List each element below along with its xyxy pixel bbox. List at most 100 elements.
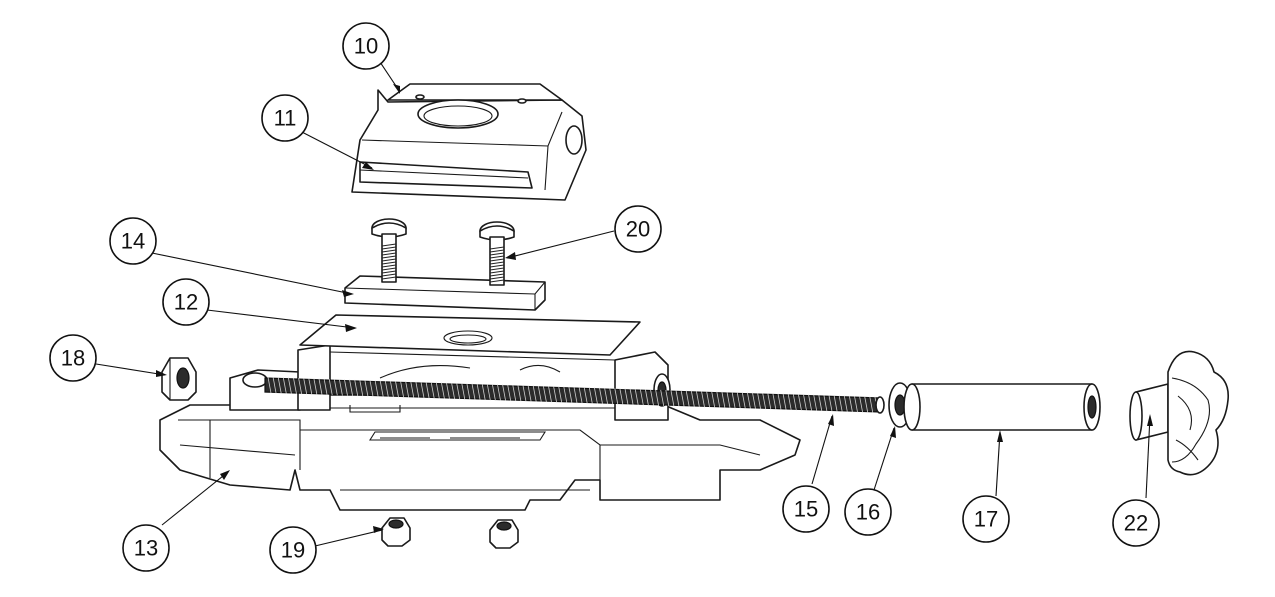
screw-thread-line <box>701 391 705 408</box>
top-plate <box>299 314 641 356</box>
screw-thread-line <box>349 379 353 396</box>
screw-thread-line <box>823 395 828 412</box>
bolt-thread-line <box>381 261 397 265</box>
screw-thread-line <box>741 392 746 409</box>
screw-thread-line <box>354 379 359 396</box>
screw-thread-line <box>293 377 297 395</box>
screw-thread-line <box>568 386 573 403</box>
screw-thread-line <box>645 389 649 406</box>
bolt-thread-line <box>381 252 397 256</box>
screw-thread-line <box>685 390 690 407</box>
callout-label: 17 <box>974 507 998 532</box>
screw-thread-line <box>298 378 302 395</box>
callout-label: 12 <box>174 290 198 315</box>
screw-thread-line <box>588 387 593 404</box>
screw-thread-line <box>629 388 634 405</box>
screw-thread-line <box>711 391 716 408</box>
callout-label: 10 <box>354 34 378 59</box>
screw-thread-line <box>599 387 603 404</box>
bolt-thread-line <box>489 252 505 256</box>
bolt-thread-line <box>381 264 397 268</box>
screw-thread-line <box>752 392 756 409</box>
screw-thread-line <box>660 389 665 406</box>
screw-thread-line <box>747 392 751 409</box>
spacer-tube <box>903 383 1101 431</box>
screw-thread-line <box>277 377 282 394</box>
screw-thread-line <box>792 394 797 411</box>
screw-thread-line <box>410 381 415 398</box>
bolt-thread-line <box>381 273 397 277</box>
screw-thread-line <box>583 387 588 404</box>
screw-thread-line <box>573 386 578 404</box>
screw-thread-line <box>390 381 394 398</box>
leader-lines <box>95 61 1153 547</box>
screw-thread-line <box>435 382 440 399</box>
screw-thread-line <box>384 380 389 397</box>
bolts <box>371 218 515 286</box>
screw-thread-line <box>838 395 843 412</box>
screw-thread-line <box>481 383 486 401</box>
nut-18 <box>161 357 197 401</box>
screw-thread-line <box>634 388 639 406</box>
screw-thread-line <box>767 393 772 410</box>
screw-thread-line <box>425 382 430 399</box>
callout-10: 10 <box>342 22 390 70</box>
bolt-thread-line <box>489 279 505 283</box>
vise-base <box>159 344 801 511</box>
callout-label: 22 <box>1124 511 1148 536</box>
screw-thread-line <box>537 385 542 402</box>
bolt-thread-line <box>489 276 505 280</box>
screw-thread-line <box>782 393 787 410</box>
screw-thread-line <box>272 377 277 394</box>
screw-thread-line <box>318 378 323 395</box>
callout-11: 11 <box>261 94 309 142</box>
screw-thread-line <box>548 386 552 403</box>
screw-thread-line <box>328 379 333 396</box>
bolt-thread-line <box>489 267 505 271</box>
screw-thread-line <box>303 378 308 395</box>
callout-16: 16 <box>844 488 892 536</box>
callout-label: 18 <box>61 346 85 371</box>
callout-19: 19 <box>269 526 317 574</box>
bolt-thread-line <box>381 249 397 253</box>
screw-thread-line <box>639 389 644 406</box>
screw-thread-line <box>400 381 404 398</box>
screw-thread-line <box>777 393 782 410</box>
screw-thread-line <box>527 385 532 402</box>
screw-thread-line <box>833 395 838 412</box>
clamp-bar <box>344 275 546 311</box>
callout-label: 11 <box>274 106 297 131</box>
screw-thread-line <box>808 394 812 411</box>
callout-label: 15 <box>794 497 818 522</box>
screw-thread-line <box>364 380 369 397</box>
callout-label: 16 <box>856 500 880 525</box>
screw-thread-line <box>471 383 476 400</box>
bolt-thread-line <box>489 246 505 250</box>
bolt-thread-line <box>381 276 397 280</box>
screw-thread-line <box>614 388 619 405</box>
screw-thread-line <box>405 381 410 398</box>
bolt-thread-line <box>489 270 505 274</box>
nut-19b <box>489 519 519 549</box>
callout-22: 22 <box>1112 499 1160 547</box>
screw-thread-line <box>532 385 537 402</box>
screw-thread-line <box>456 383 461 400</box>
screw-thread-line <box>818 394 823 412</box>
callout-18: 18 <box>49 334 97 382</box>
screw-thread-line <box>869 396 874 413</box>
screw-thread-line <box>716 391 721 408</box>
screw-thread-line <box>374 380 379 397</box>
screw-thread-line <box>787 393 792 411</box>
nut-19a <box>381 517 411 547</box>
bolt-thread-line <box>489 249 505 253</box>
callout-12: 12 <box>162 278 210 326</box>
screw-thread-line <box>854 396 858 413</box>
bolt-thread-line <box>381 258 397 262</box>
screw-thread-line <box>563 386 568 403</box>
screw-thread-line <box>859 396 863 413</box>
bolt-thread-line <box>381 246 397 250</box>
screw-thread-line <box>624 388 629 405</box>
callout-label: 13 <box>134 536 158 561</box>
screw-thread-line <box>344 379 348 396</box>
screw-thread-line <box>466 383 471 400</box>
